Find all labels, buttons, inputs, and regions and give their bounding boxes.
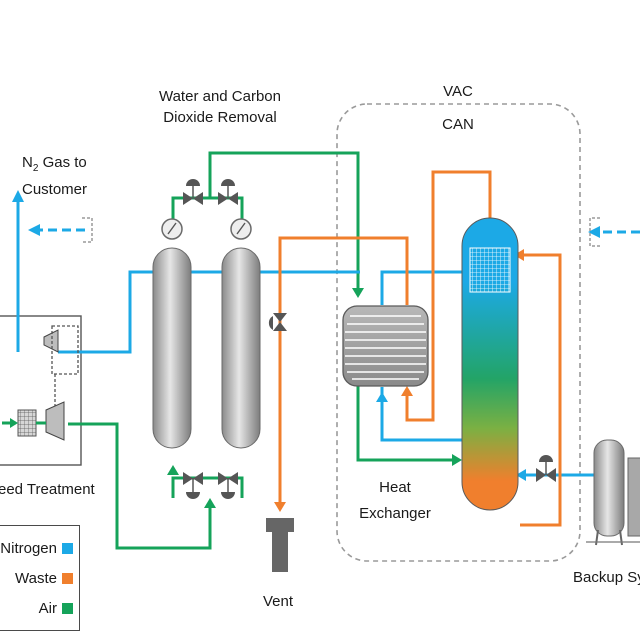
n2-dashed-right-arrow xyxy=(588,226,600,238)
air-arrow-3 xyxy=(452,454,462,466)
label-water-co2-line2: Dioxide Removal xyxy=(163,109,277,126)
gauge-left xyxy=(161,218,183,240)
label-vac-can: VAC CAN xyxy=(428,72,488,145)
label-exchanger: Exchanger xyxy=(359,505,431,522)
feed-treatment-box xyxy=(0,315,82,466)
adsorber-vessel-right xyxy=(221,247,261,449)
legend-swatch-air xyxy=(62,602,73,614)
air-arrow-4 xyxy=(167,465,179,475)
label-vent: Vent xyxy=(262,593,294,610)
legend-item-waste: Waste xyxy=(15,568,73,588)
nitrogen-arrow-col xyxy=(516,469,526,481)
n2-dashed-left-arrow xyxy=(28,224,40,236)
valve-vent xyxy=(268,313,287,331)
nitrogen-arrow-hx xyxy=(376,392,388,402)
label-heat: Heat xyxy=(379,479,411,496)
waste-lines xyxy=(278,170,562,527)
label-n2-gas-customer: N2 Gas to Customer xyxy=(22,152,87,200)
waste-arrow-vent xyxy=(274,502,286,512)
valve-top-right xyxy=(218,179,238,205)
waste-arrow-hx xyxy=(401,386,413,396)
compressor xyxy=(43,325,79,441)
waste-arrow-col xyxy=(514,249,524,261)
label-heat-exchanger: Heat Exchanger xyxy=(345,477,445,524)
label-water-co2-line1: Water and Carbon xyxy=(158,88,281,105)
label-backup-system: Backup Sys xyxy=(573,569,640,586)
legend-swatch-nitrogen xyxy=(62,542,73,554)
adsorber-vessel-left xyxy=(152,247,192,449)
vent-silencer xyxy=(266,518,294,572)
legend-label-air: Air xyxy=(38,599,57,617)
label-feed-treatment: eed Treatment xyxy=(0,481,95,498)
air-arrow-1 xyxy=(204,498,216,508)
label-can: CAN xyxy=(442,116,474,133)
legend-item-air: Air xyxy=(39,598,73,618)
label-n2-line2: Customer xyxy=(22,181,88,198)
vac-can-enclosure xyxy=(336,103,581,562)
legend-swatch-waste xyxy=(62,572,73,584)
label-vac: VAC xyxy=(443,83,473,100)
valve-backup xyxy=(536,455,556,482)
label-water-co2-removal: Water and Carbon Dioxide Removal xyxy=(150,86,290,128)
bracket-left xyxy=(82,217,93,243)
legend-label-nitrogen: Nitrogen xyxy=(0,539,57,557)
heat-exchanger xyxy=(342,305,429,387)
nitrogen-arrow-up xyxy=(12,190,24,202)
intake-filter xyxy=(2,409,46,437)
legend: Nitrogen Waste Air xyxy=(0,525,80,631)
legend-item-nitrogen: Nitrogen xyxy=(0,538,73,558)
bracket-right xyxy=(589,217,600,247)
backup-tank xyxy=(586,439,640,546)
air-lines xyxy=(68,151,456,550)
valve-bottom-left xyxy=(183,472,203,499)
distillation-column xyxy=(461,217,519,511)
air-arrow-2 xyxy=(352,288,364,298)
valve-bottom-right xyxy=(218,472,238,499)
valve-top-left xyxy=(183,179,203,205)
label-n2-line1: N2 Gas to xyxy=(22,154,87,174)
gauge-right xyxy=(230,218,252,240)
legend-label-waste: Waste xyxy=(15,569,57,587)
